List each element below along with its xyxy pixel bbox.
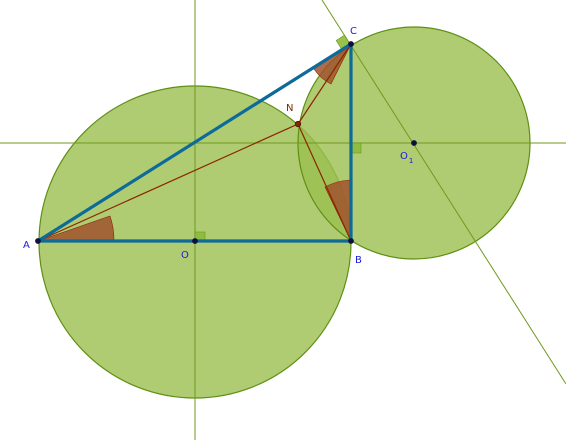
label-n: N — [286, 103, 293, 114]
segment-nc — [297, 43, 352, 125]
label-o1-subscript: 1 — [409, 157, 413, 165]
segment-an — [37, 123, 299, 242]
label-o: O — [181, 250, 189, 261]
point-c[interactable] — [348, 41, 354, 47]
point-a[interactable] — [35, 238, 41, 244]
point-o1[interactable] — [411, 140, 417, 146]
label-a: A — [23, 240, 30, 251]
label-c: C — [350, 26, 357, 37]
point-n[interactable] — [294, 120, 302, 128]
label-b: B — [355, 255, 362, 266]
point-b[interactable] — [348, 238, 354, 244]
label-o1: O1 — [400, 151, 413, 165]
point-o[interactable] — [192, 238, 198, 244]
line-through-c-and-o1 — [321, 0, 566, 385]
segment-nb — [297, 123, 352, 242]
label-o1-main: O — [400, 151, 408, 162]
